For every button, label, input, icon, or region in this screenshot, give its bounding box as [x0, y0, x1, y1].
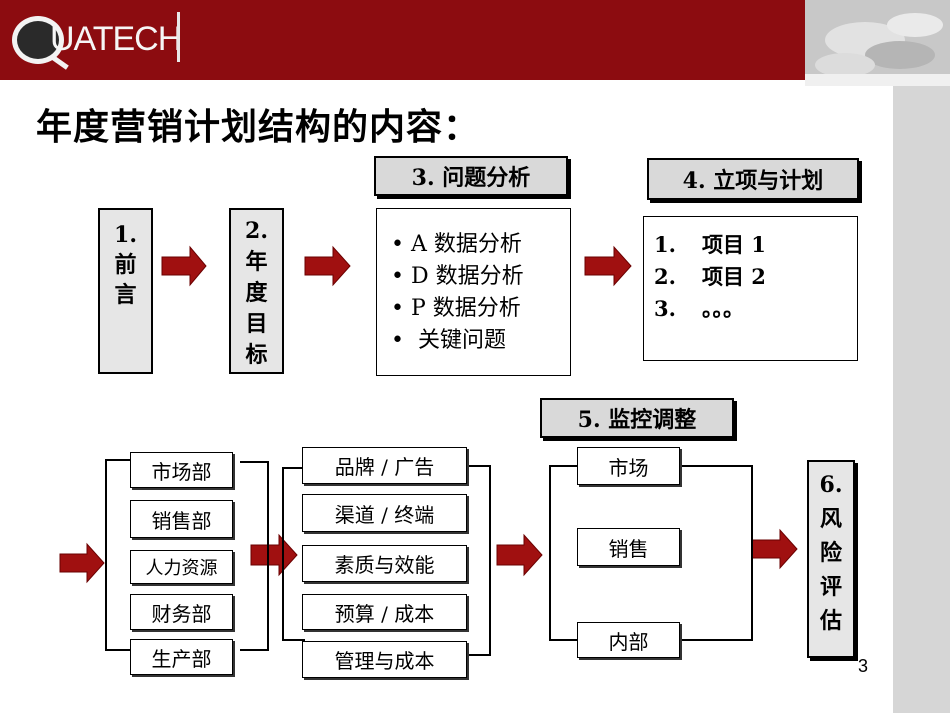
arrow-into-depts: [59, 542, 105, 584]
step1-char: 言: [114, 282, 137, 308]
step3-item-text: D 数据分析: [410, 264, 524, 289]
dept-box: 销售部: [130, 500, 233, 538]
monitor-bracket: [549, 465, 577, 641]
step3-item-text: 关键问题: [417, 328, 506, 353]
step4-item-num: 3.: [654, 296, 676, 321]
step3-item: • P 数据分析: [391, 296, 521, 321]
step2-num: 2.: [245, 218, 268, 244]
header-band: [0, 0, 950, 80]
step1-box: 1. 前 言: [98, 208, 153, 374]
step6-char: 评: [819, 574, 842, 600]
monitor-box: 市场: [577, 447, 680, 485]
aspect-box: 素质与效能: [302, 545, 467, 582]
aspect-left-bracket: [282, 467, 305, 641]
step3-header: 3. 问题分析: [374, 156, 568, 196]
step4-item: 1. 项目 1: [654, 229, 857, 261]
slide-title: 年度营销计划结构的内容：: [36, 106, 481, 148]
quatech-logo: UATECH: [8, 6, 183, 66]
step3-item-text: P 数据分析: [410, 296, 521, 321]
aspect-box: 品牌 / 广告: [302, 447, 467, 484]
dept-left-bracket: [105, 459, 130, 651]
step2-box: 2. 年 度 目 标: [229, 208, 284, 374]
aspect-box: 管理与成本: [302, 641, 467, 678]
step6-char: 估: [819, 608, 842, 634]
step5-header: 5. 监控调整: [540, 398, 734, 438]
step3-box: • A 数据分析 • D 数据分析 • P 数据分析 • 关键问题: [376, 208, 571, 376]
dept-box: 生产部: [130, 639, 233, 675]
logo-text: UATECH: [50, 20, 182, 58]
step6-char: 险: [819, 540, 842, 566]
dept-box: 市场部: [130, 452, 233, 488]
step4-item-text: 项目 1: [702, 232, 766, 257]
arrow-aspects-monitor: [496, 533, 543, 577]
step3-item: • A 数据分析: [391, 232, 522, 257]
page-number: 3: [858, 656, 869, 676]
step4-item-text: 。。。: [702, 296, 744, 321]
step3-item: • D 数据分析: [391, 264, 524, 289]
step3-item: • 关键问题: [391, 328, 506, 353]
step1-char: 前: [114, 252, 137, 278]
dept-right-bracket: [240, 461, 269, 651]
monitor-right-bracket: [680, 465, 753, 641]
step3-item-text: A 数据分析: [410, 232, 522, 257]
step2-char: 标: [245, 342, 268, 368]
monitor-box: 内部: [577, 622, 680, 658]
right-gray-band: [893, 86, 950, 713]
step2-char: 年: [245, 249, 268, 275]
step4-item-text: 项目 2: [702, 264, 766, 289]
hands-photo: [805, 0, 950, 86]
arrow-1-2: [161, 245, 207, 287]
step4-item-num: 2.: [654, 264, 676, 289]
step6-char: 风: [819, 506, 842, 532]
dept-box: 财务部: [130, 594, 233, 630]
logo-divider: [177, 12, 180, 62]
aspect-right-bracket: [469, 465, 491, 656]
monitor-box: 销售: [577, 528, 680, 566]
arrow-depts-aspects: [250, 533, 298, 577]
logo-q-mark: [12, 16, 64, 64]
step4-item: 3. 。。。: [654, 293, 857, 325]
arrow-3-4: [584, 245, 632, 287]
aspect-box: 渠道 / 终端: [302, 494, 467, 532]
step6-num: 6.: [819, 472, 843, 498]
step4-item-num: 1.: [654, 232, 676, 257]
step4-header: 4. 立项与计划: [647, 158, 859, 200]
step2-char: 目: [245, 311, 268, 337]
step1-num: 1.: [114, 222, 137, 248]
arrow-2-3: [304, 245, 351, 287]
step6-box: 6. 风 险 评 估: [807, 460, 855, 658]
step4-box: 1. 项目 1 2. 项目 2 3. 。。。: [643, 216, 858, 361]
dept-box: 人力资源: [130, 550, 233, 584]
arrow-monitor-risk: [751, 528, 798, 570]
step2-char: 度: [245, 280, 268, 306]
aspect-box: 预算 / 成本: [302, 594, 467, 630]
step4-item: 2. 项目 2: [654, 261, 857, 293]
